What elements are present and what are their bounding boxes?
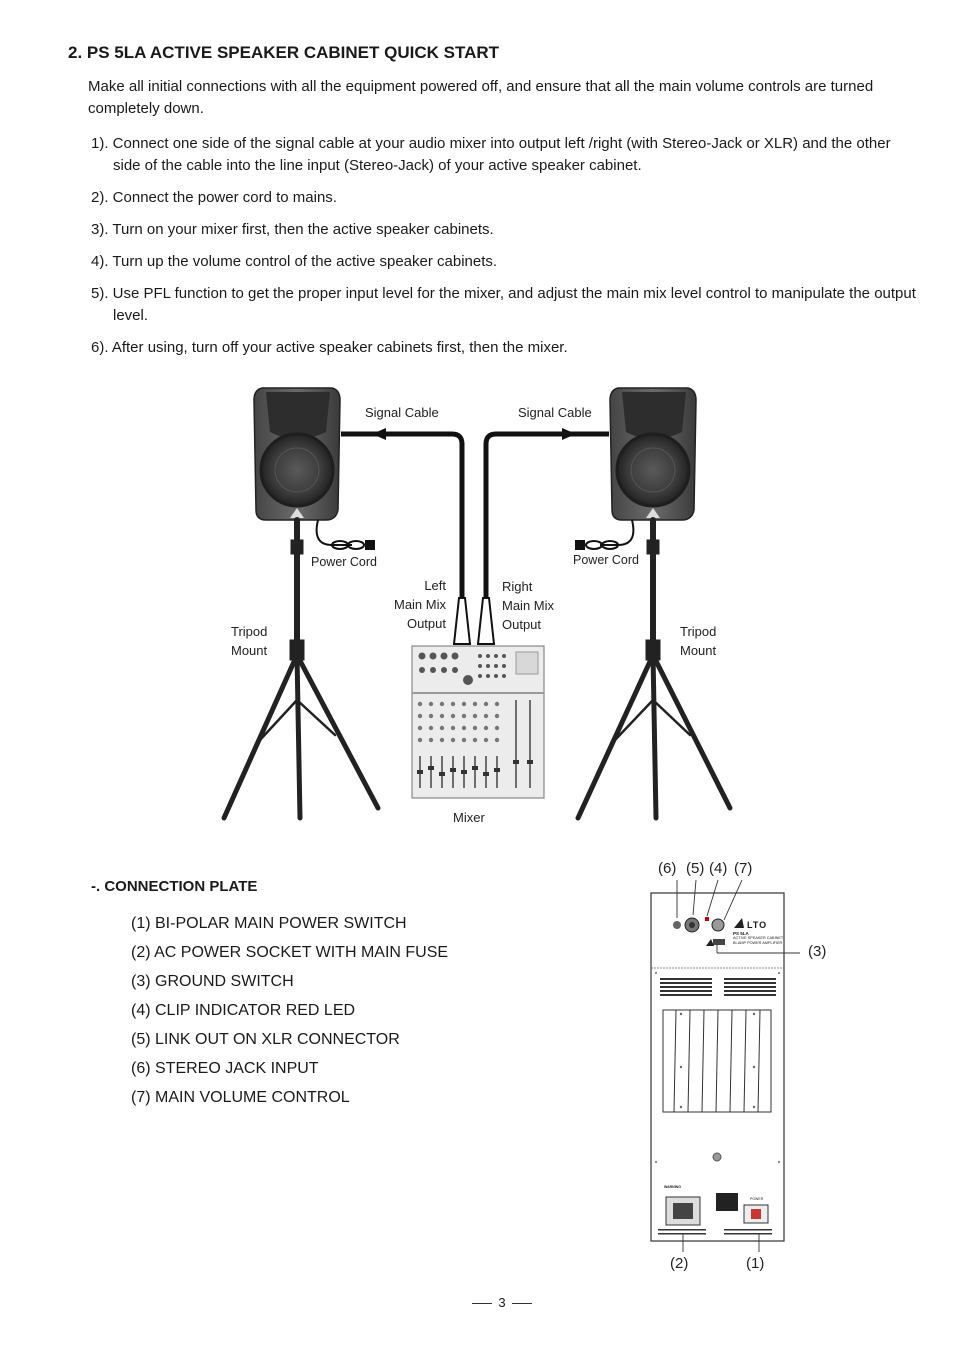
left-output-label: Left Main Mix Output <box>380 576 446 633</box>
step-item: 1). Connect one side of the signal cable… <box>91 135 891 174</box>
signal-cable-right-label: Signal Cable <box>518 405 592 420</box>
callout-4: (4) <box>709 860 728 877</box>
step-item: 6). After using, turn off your active sp… <box>91 339 568 356</box>
volume-knob-icon <box>711 918 725 932</box>
right-output-line: Right <box>502 579 533 594</box>
tripod-right-line: Tripod <box>680 624 717 639</box>
connection-plate-item: (1) BI-POLAR MAIN POWER SWITCH <box>131 915 407 932</box>
mixer-device <box>411 645 545 799</box>
callout-7: (7) <box>734 860 753 877</box>
connection-plate-item: (3) GROUND SWITCH <box>131 973 294 990</box>
left-speaker <box>253 387 341 521</box>
connection-plate-item: (4) CLIP INDICATOR RED LED <box>131 1002 356 1019</box>
left-output-line: Main Mix <box>393 597 446 612</box>
step-item: 5). Use PFL function to get the proper i… <box>91 285 916 324</box>
tripod-right-line: Mount <box>680 643 717 658</box>
panel-brand: LTO <box>747 920 768 930</box>
callout-3: (3) <box>808 943 827 960</box>
callout-6: (6) <box>658 860 677 877</box>
left-tripod <box>221 517 381 821</box>
clip-led-icon <box>705 917 709 921</box>
page-number: 3 <box>466 1295 538 1310</box>
power-cord-right-icon <box>575 519 635 550</box>
callout-2: (2) <box>670 1255 689 1272</box>
step-item: 3). Turn on your mixer first, then the a… <box>91 221 494 238</box>
tripod-left-label: Tripod Mount <box>231 622 267 660</box>
step-item: 4). Turn up the volume control of the ac… <box>91 253 498 270</box>
signal-cable-left-label: Signal Cable <box>365 405 439 420</box>
page-number-value: 3 <box>498 1295 506 1310</box>
jack-plug-left <box>452 597 472 645</box>
panel-model: PS 5LA <box>733 931 749 936</box>
intro-paragraph: Make all initial connections with all th… <box>88 78 874 117</box>
connection-plate-item: (7) MAIN VOLUME CONTROL <box>131 1089 350 1106</box>
right-output-label: Right Main Mix Output <box>502 577 554 634</box>
stereo-jack-icon <box>673 921 681 929</box>
connection-plate-item: (6) STEREO JACK INPUT <box>131 1060 319 1077</box>
right-tripod <box>575 517 733 821</box>
panel-line-2: BI-AMP POWER AMPLIFIER <box>733 941 783 945</box>
arrow-left-icon <box>372 428 386 440</box>
mixer-label: Mixer <box>453 810 485 825</box>
power-cord-right-label: Power Cord <box>573 553 639 567</box>
callout-5: (5) <box>686 860 705 877</box>
signal-cable-left <box>341 431 465 600</box>
jack-plug-right <box>476 597 496 645</box>
callout-1: (1) <box>746 1255 765 1272</box>
heatsink <box>662 1009 772 1113</box>
connection-plate-item: (2) AC POWER SOCKET WITH MAIN FUSE <box>131 944 449 961</box>
alto-logo-icon <box>734 918 744 928</box>
connection-plate-title: -. CONNECTION PLATE <box>91 878 258 895</box>
arrow-right-icon <box>562 428 576 440</box>
tripod-left-line: Tripod <box>231 624 268 639</box>
power-cord-left-icon <box>315 519 375 550</box>
quick-start-steps: 1). Connect one side of the signal cable… <box>91 133 921 369</box>
panel-power-label: POWER <box>750 1197 764 1201</box>
step-item: 2). Connect the power cord to mains. <box>91 189 337 206</box>
ground-switch-icon <box>713 939 725 945</box>
panel-warning-label: WARNING <box>664 1185 681 1189</box>
right-speaker <box>609 387 697 521</box>
power-cord-left-label: Power Cord <box>311 555 377 569</box>
left-output-line: Output <box>406 616 446 631</box>
left-output-line: Left <box>424 578 446 593</box>
tripod-left-line: Mount <box>231 643 268 658</box>
section-heading: 2. PS 5LA ACTIVE SPEAKER CABINET QUICK S… <box>68 43 500 62</box>
connection-plate-list: (1) BI-POLAR MAIN POWER SWITCH (2) AC PO… <box>131 913 448 1116</box>
tripod-right-label: Tripod Mount <box>680 622 716 660</box>
signal-cable-right <box>483 431 609 600</box>
right-output-line: Output <box>502 617 542 632</box>
connection-plate-item: (5) LINK OUT ON XLR CONNECTOR <box>131 1031 400 1048</box>
right-output-line: Main Mix <box>502 598 555 613</box>
panel-line-1: ACTIVE SPEAKER CABINET <box>733 936 784 940</box>
